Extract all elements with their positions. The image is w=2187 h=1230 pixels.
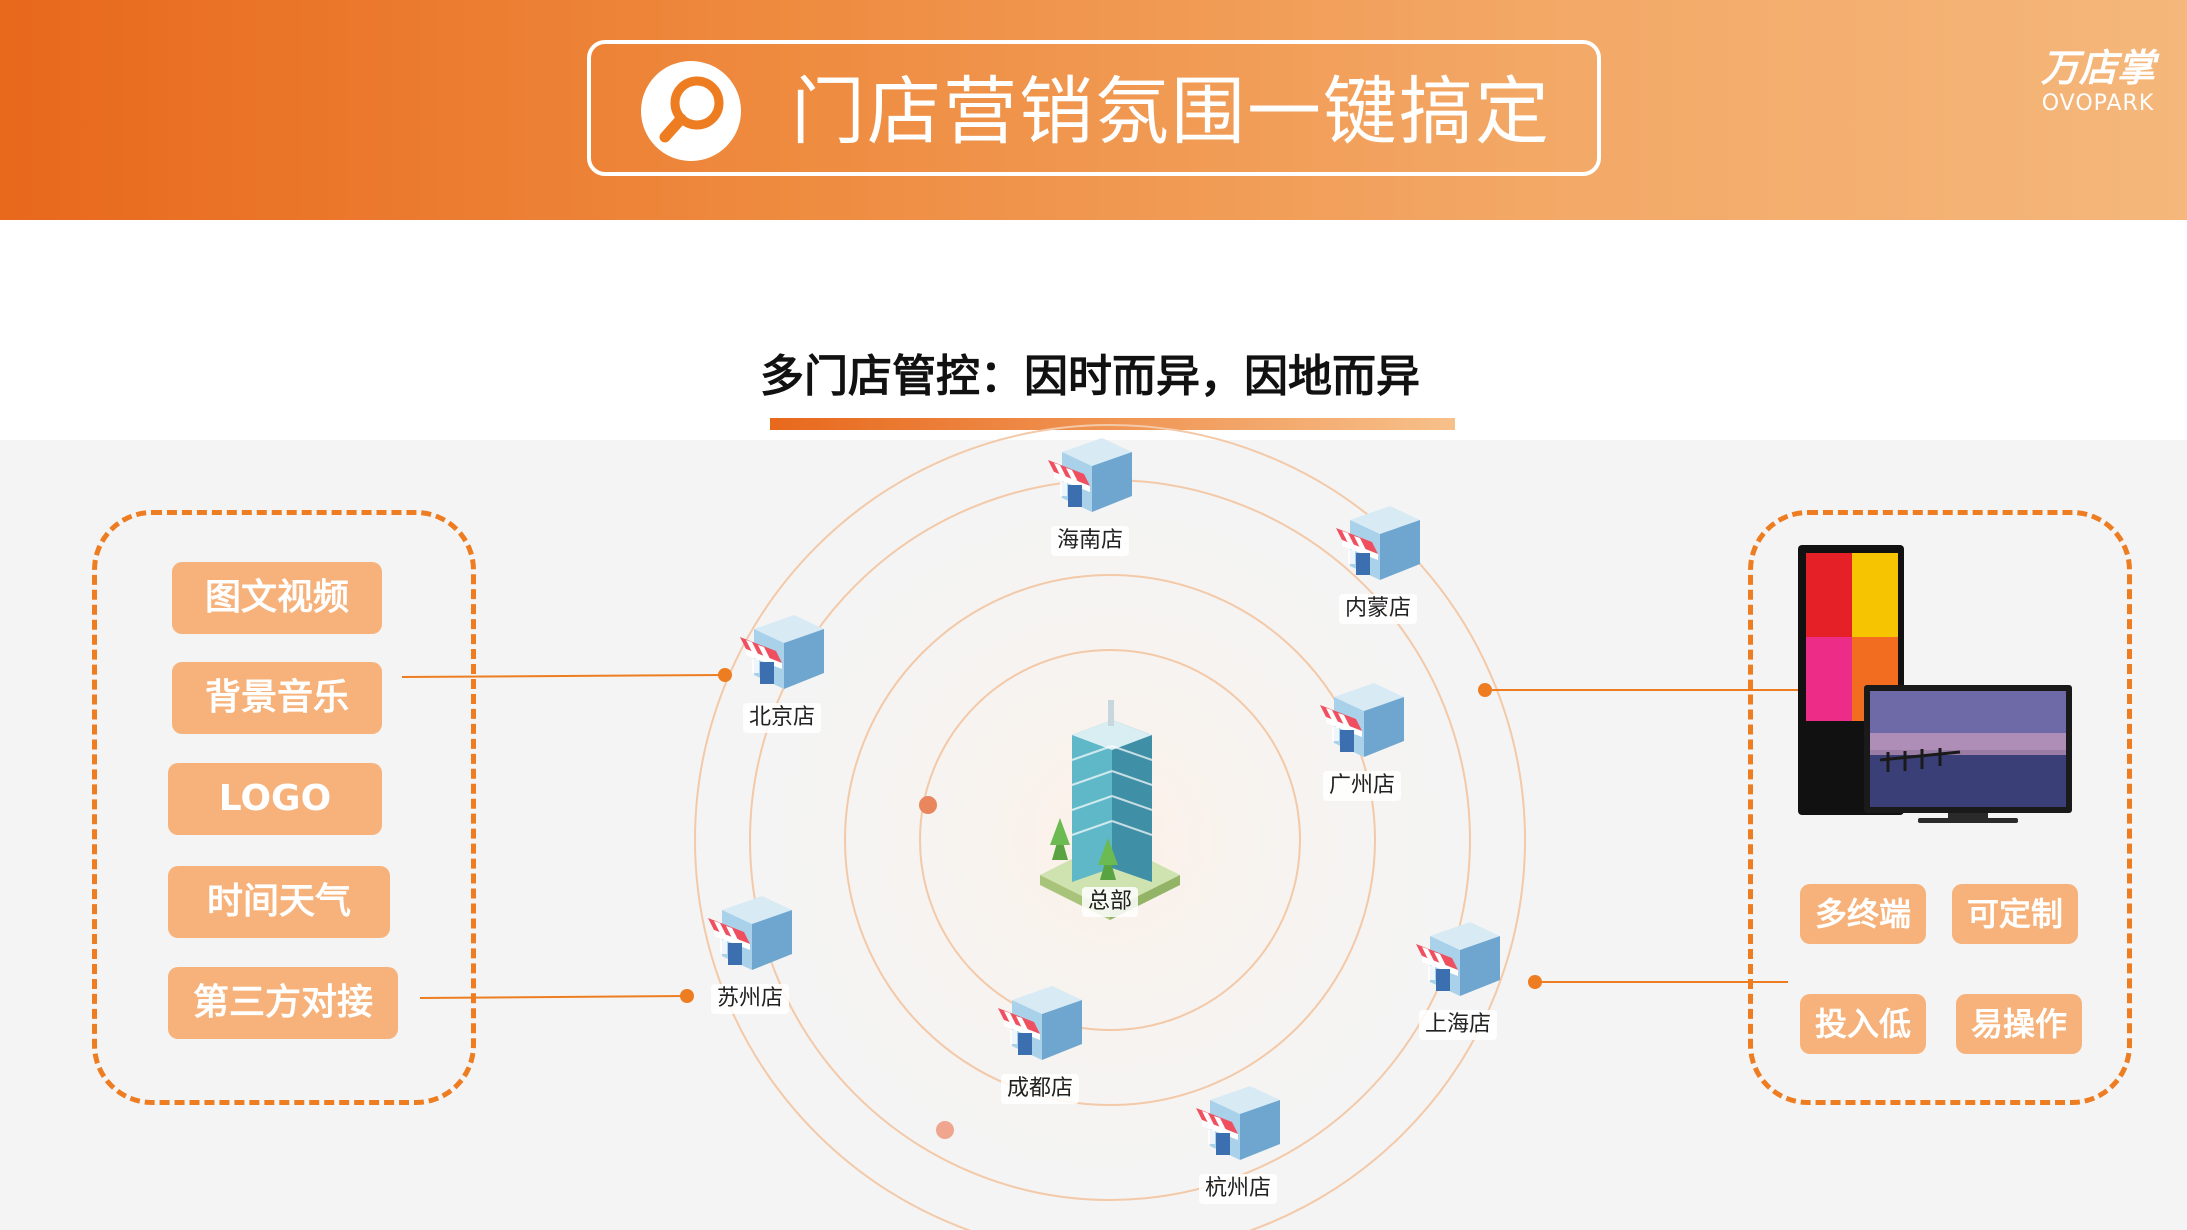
feature-tag: 图文视频 (172, 562, 382, 634)
page-title: 门店营销氛围一键搞定 (791, 69, 1551, 155)
title-frame: 门店营销氛围一键搞定 (587, 40, 1601, 176)
subtitle-underline (770, 418, 1455, 430)
store-label: 北京店 (742, 703, 821, 733)
device-tag: 投入低 (1800, 994, 1926, 1054)
feature-tag: LOGO (168, 763, 382, 835)
magnifier-icon (641, 61, 741, 161)
storefront-icon (998, 986, 1082, 1060)
connector-dot (718, 668, 732, 682)
store-node: 上海店 (1398, 914, 1518, 1040)
connector-line (401, 674, 726, 678)
storefront-icon (1048, 438, 1132, 512)
display-devices-illustration (1798, 545, 2072, 823)
ring-2 (844, 574, 1376, 1106)
store-label: 海南店 (1050, 526, 1129, 556)
store-node: 成都店 (980, 978, 1100, 1104)
store-node: 苏州店 (690, 888, 810, 1014)
store-node: 内蒙店 (1318, 498, 1438, 624)
store-label: 成都店 (1000, 1074, 1079, 1104)
store-label: 苏州店 (710, 984, 789, 1014)
store-label: 广州店 (1322, 771, 1401, 801)
storefront-icon (1320, 683, 1404, 757)
device-tag: 多终端 (1800, 884, 1926, 944)
device-panel (1748, 510, 2132, 1105)
feature-tag: 背景音乐 (172, 662, 382, 734)
store-node: 海南店 (1030, 430, 1150, 556)
storefront-icon (1196, 1086, 1280, 1160)
connector-line (419, 995, 688, 999)
brand-logo: 万店掌 OVOPARK (2038, 45, 2158, 117)
ring-inner (919, 649, 1301, 1031)
store-node: 广州店 (1302, 675, 1422, 801)
store-label: 杭州店 (1198, 1174, 1277, 1204)
header-banner: 门店营销氛围一键搞定 万店掌 OVOPARK (0, 0, 2187, 220)
store-node: 杭州店 (1178, 1078, 1298, 1204)
section-subtitle: 多门店管控：因时而异，因地而异 (760, 351, 1420, 402)
logo-subtext: OVOPARK (2041, 91, 2155, 116)
connector-dot (1528, 975, 1542, 989)
ring-dot (936, 1121, 954, 1139)
storefront-icon (1336, 506, 1420, 580)
feature-panel (92, 510, 476, 1105)
storefront-icon (1416, 922, 1500, 996)
feature-tag: 第三方对接 (168, 967, 398, 1039)
store-node: 北京店 (722, 607, 842, 733)
logo-wordmark: 万店掌 (2040, 46, 2155, 90)
hq-node: 总部 (1035, 695, 1185, 917)
hq-label: 总部 (1081, 887, 1138, 917)
store-label: 上海店 (1418, 1010, 1497, 1040)
connector-dot (1478, 683, 1492, 697)
ring-dot (919, 796, 937, 814)
storefront-icon (740, 615, 824, 689)
device-tag: 易操作 (1956, 994, 2082, 1054)
feature-tag: 时间天气 (168, 866, 390, 938)
connector-dot (680, 989, 694, 1003)
device-tag: 可定制 (1952, 884, 2078, 944)
store-label: 内蒙店 (1338, 594, 1417, 624)
storefront-icon (708, 896, 792, 970)
